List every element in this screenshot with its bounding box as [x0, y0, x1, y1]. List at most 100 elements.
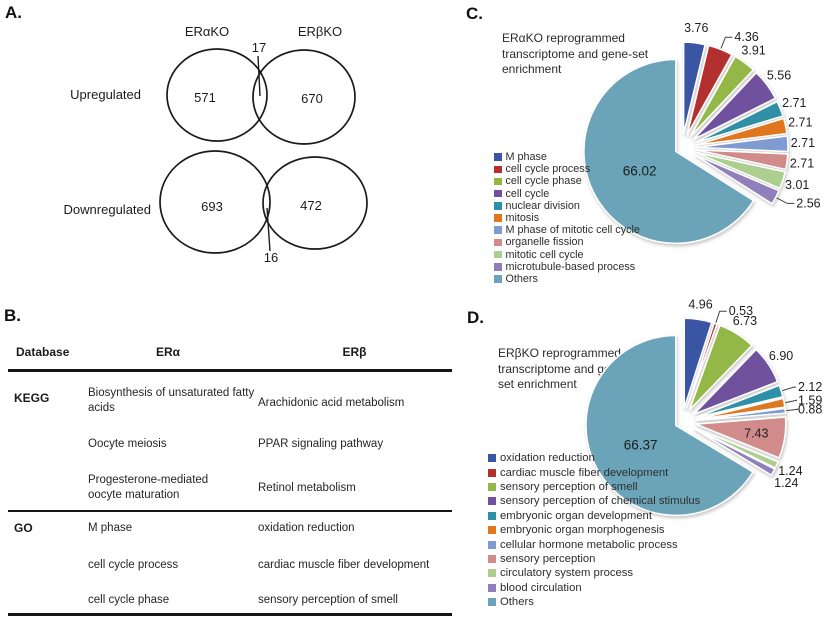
pie-value-label: 2.56 [796, 196, 820, 210]
legend-swatch [488, 497, 496, 506]
pie-slice-cardiac-muscle-fiber-development [685, 322, 719, 409]
venn-down-left-count: 693 [201, 199, 223, 214]
pie-value-label: 66.37 [624, 437, 658, 452]
table-cell: cell cycle process [88, 559, 179, 571]
legend-label: mitotic cell cycle [505, 248, 584, 261]
venn-diagram: ERαKO ERβKO Upregulated 571 670 17 Downr… [64, 24, 368, 265]
venn-up-overlap-count: 17 [252, 40, 266, 55]
pie-value-label: 3.91 [741, 43, 765, 57]
pie-value-label: 2.71 [791, 136, 815, 150]
pie-slice-cell-cycle-phase [689, 55, 755, 138]
table-header-database: Database [16, 345, 70, 359]
pie-slice-nuclear-division [694, 100, 784, 144]
pie-slice-others [585, 334, 755, 517]
venn-up-overlap-pointer [257, 55, 261, 97]
legend-label: embryonic organ morphogenesis [500, 524, 665, 537]
table-db-kegg: KEGG [14, 391, 50, 405]
pie-slice-sensory-perception-of-chemical-stimulus [693, 348, 779, 416]
pie-value-label: 0.53 [729, 304, 753, 318]
venn-down-overlap-pointer [266, 207, 271, 252]
legend-label: cell cycle process [505, 163, 591, 176]
table-rule-top [8, 369, 452, 372]
table-cell: cell cycle phase [88, 594, 170, 606]
table-rule-bottom [8, 613, 452, 616]
pie-slice-others [583, 58, 755, 245]
pie-leader-line [776, 197, 795, 204]
pie-value-label: 2.71 [788, 116, 812, 130]
table-rule-middle [8, 510, 452, 512]
legend-label: Others [505, 272, 538, 285]
legend-swatch [494, 214, 502, 222]
legend-label: cell cycle phase [505, 175, 582, 188]
legend-item: organelle fission [494, 236, 640, 248]
table-cell: cardiac muscle fiber development [258, 559, 430, 571]
legend-item: cell cycle phase [494, 175, 640, 187]
pie-value-label: 7.43 [744, 426, 768, 440]
legend-item: embryonic organ morphogenesis [488, 523, 700, 537]
pie-value-label: 2.71 [790, 157, 814, 171]
pie-slice-mitotic-cell-cycle [694, 151, 787, 190]
pie-slice-sensory-perception-of-smell [688, 324, 754, 411]
legend-label: circulatory system process [500, 567, 634, 580]
legend-swatch [488, 583, 496, 592]
legend-item: sensory perception of smell [488, 480, 700, 494]
pie-slice-cell-cycle-process [686, 44, 734, 136]
legend-item: cell cycle process [494, 163, 640, 175]
pie-value-label: 6.90 [769, 349, 793, 363]
legend-item: M phase [494, 151, 640, 163]
table-cell: M phase [88, 522, 133, 534]
pie-chart-c: 3.764.363.915.562.712.712.712.713.012.56… [583, 21, 821, 245]
pie-value-label: 1.24 [774, 476, 798, 490]
legend-label: blood circulation [500, 581, 582, 594]
venn-down-overlap-count: 16 [264, 250, 278, 265]
legend-label: mitosis [505, 212, 540, 225]
table-cell: Progesterone-mediated oocyte maturation [88, 474, 209, 501]
legend-swatch [494, 189, 502, 198]
pie-d-title: ERβKO reprogrammed transcriptome and gen… [498, 346, 629, 391]
legend-item: nuclear division [494, 200, 640, 212]
venn-circle-down-left [159, 150, 271, 254]
legend-item: embryonic organ development [488, 509, 700, 523]
pie-value-label: 1.59 [798, 393, 822, 407]
table-cell: Biosynthesis of unsaturated fatty acids [88, 387, 255, 414]
legend-label: oxidation reduction [500, 452, 595, 465]
pie-value-label: 3.01 [785, 178, 809, 192]
legend-label: nuclear division [505, 199, 580, 212]
legend-swatch [494, 250, 502, 259]
legend-item: oxidation reduction [488, 451, 700, 465]
legend-swatch [494, 177, 502, 186]
table-cell: PPAR signaling pathway [258, 438, 384, 450]
legend-label: cell cycle [505, 187, 550, 200]
legend-label: microtubule-based process [505, 260, 636, 273]
venn-circle-up-left [166, 48, 268, 142]
pie-leader-line [715, 310, 727, 323]
venn-up-right-count: 670 [301, 91, 323, 106]
pie-c-title: ERαKO reprogrammed transcriptome and gen… [502, 31, 649, 76]
pie-value-label: 2.12 [798, 380, 822, 394]
pie-slice-microtubule-based-process [693, 153, 781, 205]
pie-slice-m-phase [682, 41, 707, 135]
venn-up-left-count: 571 [194, 90, 216, 105]
pie-slice-organelle-fission [695, 149, 789, 171]
legend-swatch [494, 238, 502, 247]
table-header-erbeta: ERβ [342, 345, 367, 359]
pie-slice-cell-cycle [692, 71, 777, 141]
pie-value-label: 5.56 [767, 69, 791, 83]
legend-label: sensory perception of smell [500, 480, 638, 493]
venn-circle-up-right [252, 49, 356, 145]
pie-leader-line [720, 36, 733, 49]
venn-header-erbetako: ERβKO [298, 24, 342, 39]
legend-swatch [488, 526, 496, 535]
pie-value-label: 4.36 [734, 30, 758, 44]
pie-slice-cellular-hormone-metabolic-process [695, 407, 787, 422]
pie-slice-oxidation-reduction [683, 317, 713, 409]
pie-value-label: 4.96 [688, 297, 712, 311]
legend-swatch [488, 468, 496, 477]
table-cell: Retinol metabolism [258, 482, 356, 494]
legend-label: M phase [505, 151, 547, 164]
pie-slice-blood-circulation [693, 427, 776, 477]
venn-row-label-upregulated: Upregulated [70, 87, 141, 102]
legend-label: cellular hormone metabolic process [500, 538, 678, 551]
